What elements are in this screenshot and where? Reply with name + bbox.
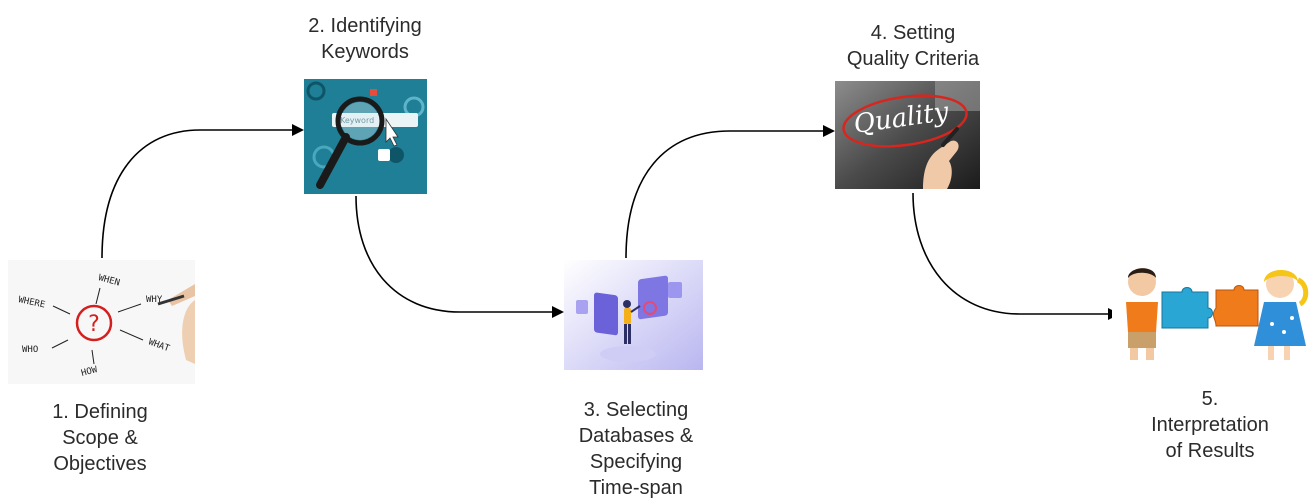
step-5-line-2: Interpretation <box>1151 414 1269 436</box>
step-4-image: Quality <box>835 81 980 189</box>
word-who: WHO <box>22 345 38 355</box>
arrow-3-to-4 <box>625 125 835 259</box>
step-2-line-1: 2. Identifying <box>308 15 422 37</box>
step-2-image: Keyword <box>304 79 427 194</box>
step-1-image: WHERE WHEN WHY WHO WHAT HOW ? <box>8 260 195 384</box>
arrow-4-to-5 <box>912 192 1120 320</box>
step-4-label: 4. Setting Quality Criteria <box>818 20 1008 72</box>
step-1-label: 1. Defining Scope & Objectives <box>10 399 190 477</box>
step-3-line-3: Specifying <box>589 451 683 473</box>
step-4-line-1: 4. Setting <box>870 22 956 44</box>
step-3-line-4: Time-span <box>589 477 683 499</box>
step-5-line-3: of Results <box>1165 440 1255 462</box>
step-3-label: 3. Selecting Databases & Specifying Time… <box>546 397 726 501</box>
step-2-line-2: Keywords <box>321 41 409 63</box>
word-why: WHY <box>146 295 163 305</box>
step-1-line-3: Objectives <box>53 453 147 475</box>
word-how: HOW <box>80 365 99 379</box>
step-5-line-1: 5. <box>1201 388 1219 410</box>
search-keyword-text: Keyword <box>340 116 374 125</box>
step-4-line-2: Quality Criteria <box>846 48 980 70</box>
step-5-label: 5. Interpretation of Results <box>1120 386 1300 464</box>
step-3-line-1: 3. Selecting <box>583 399 689 421</box>
step-3-line-2: Databases & <box>578 425 694 447</box>
step-1-line-1: 1. Defining <box>52 401 148 423</box>
step-5-image <box>1112 262 1309 367</box>
step-1-line-2: Scope & <box>62 427 138 449</box>
arrow-2-to-3 <box>355 195 564 318</box>
arrow-1-to-2 <box>101 124 304 259</box>
step-2-label: 2. Identifying Keywords <box>275 13 455 65</box>
step-3-image <box>564 260 703 370</box>
question-mark: ? <box>88 312 100 337</box>
